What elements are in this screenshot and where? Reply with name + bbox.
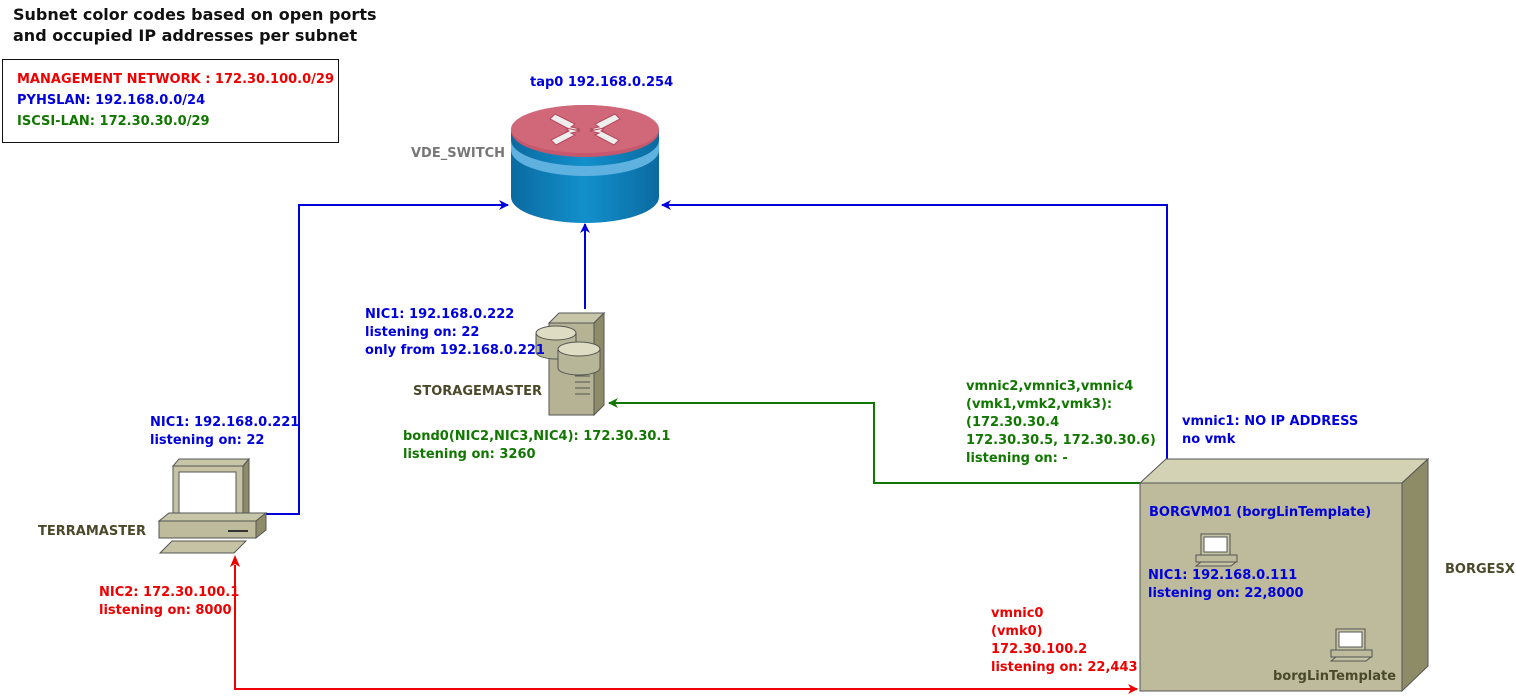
esxi-iscsi-line5: listening on: - [966, 451, 1068, 466]
vm-name: BORGVM01 (borgLinTemplate) [1149, 505, 1372, 520]
switch-name: VDE_SWITCH [411, 146, 506, 161]
storage-bond-line2: listening on: 3260 [403, 447, 536, 462]
connectors [230, 200, 1168, 694]
workstation-icon [157, 457, 268, 554]
storage-nic1-line1: NIC1: 192.168.0.222 [365, 307, 515, 322]
esxi-vmnic0-line2: (vmk0) [991, 624, 1043, 639]
legend-management: MANAGEMENT NETWORK : 172.30.100.0/29 [17, 72, 334, 87]
link-terramaster-switch [264, 200, 509, 515]
server-icon [535, 311, 606, 417]
esxi-vmnic1-line1: vmnic1: NO IP ADDRESS [1182, 414, 1359, 429]
esxi-vmnic0-line4: listening on: 22,443 [991, 660, 1138, 675]
template-name: borgLinTemplate [1273, 669, 1397, 684]
esxi-vmnic0-line3: 172.30.100.2 [991, 642, 1088, 657]
link-esxi-storage [608, 398, 1140, 484]
esxi-name: BORGESXI [1445, 562, 1516, 577]
vm-nic1-line2: listening on: 22,8000 [1148, 586, 1304, 601]
terramaster-nic1-line1: NIC1: 192.168.0.221 [150, 415, 300, 430]
esxi-iscsi-line4: 172.30.30.5, 172.30.30.6) [966, 433, 1156, 448]
esxi-iscsi-line3: (172.30.30.4 [966, 415, 1060, 430]
storage-nic1-line3: only from 192.168.0.221 [365, 343, 545, 358]
terramaster-nic2-line2: listening on: 8000 [99, 603, 232, 618]
esxi-vmnic1-line2: no vmk [1182, 432, 1236, 447]
esxi-iscsi-line1: vmnic2,vmnic3,vmnic4 [966, 379, 1134, 394]
link-esxi-switch [661, 200, 1168, 460]
diagram-title-line2: and occupied IP addresses per subnet [13, 26, 358, 45]
switch-tap-label: tap0 192.168.0.254 [530, 75, 674, 90]
legend-iscsi: ISCSI-LAN: 172.30.30.0/29 [17, 114, 210, 129]
diagram-title-line1: Subnet color codes based on open ports [13, 5, 377, 24]
terramaster-name: TERRAMASTER [38, 524, 146, 539]
terramaster-nic2-line1: NIC2: 172.30.100.1 [99, 585, 240, 600]
vm-workstation-icon [1194, 533, 1238, 567]
storage-bond-line1: bond0(NIC2,NIC3,NIC4): 172.30.30.1 [403, 429, 671, 444]
vm-nic1-line1: NIC1: 192.168.0.111 [1148, 568, 1298, 583]
terramaster-nic1-line2: listening on: 22 [150, 433, 265, 448]
storage-nic1-line2: listening on: 22 [365, 325, 480, 340]
arrowhead-terramaster-management [230, 555, 240, 567]
legend-box [2, 59, 339, 143]
storage-name: STORAGEMASTER [413, 384, 543, 399]
link-management [234, 565, 1138, 694]
template-workstation-icon [1329, 628, 1373, 662]
legend-physlan: PYHSLAN: 192.168.0.0/24 [17, 93, 206, 108]
esxi-iscsi-line2: (vmk1,vmk2,vmk3): [966, 397, 1113, 412]
esxi-vmnic0-line1: vmnic0 [991, 606, 1044, 621]
router-icon [511, 105, 659, 223]
